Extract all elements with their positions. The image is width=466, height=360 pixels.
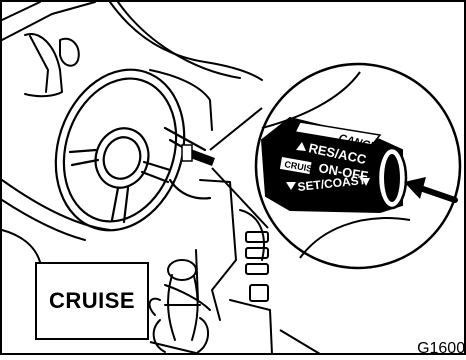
cruise-indicator-label: CRUISE	[35, 262, 149, 340]
cruise-indicator-text: CRUISE	[49, 288, 135, 314]
figure-code: G16009	[417, 340, 466, 358]
